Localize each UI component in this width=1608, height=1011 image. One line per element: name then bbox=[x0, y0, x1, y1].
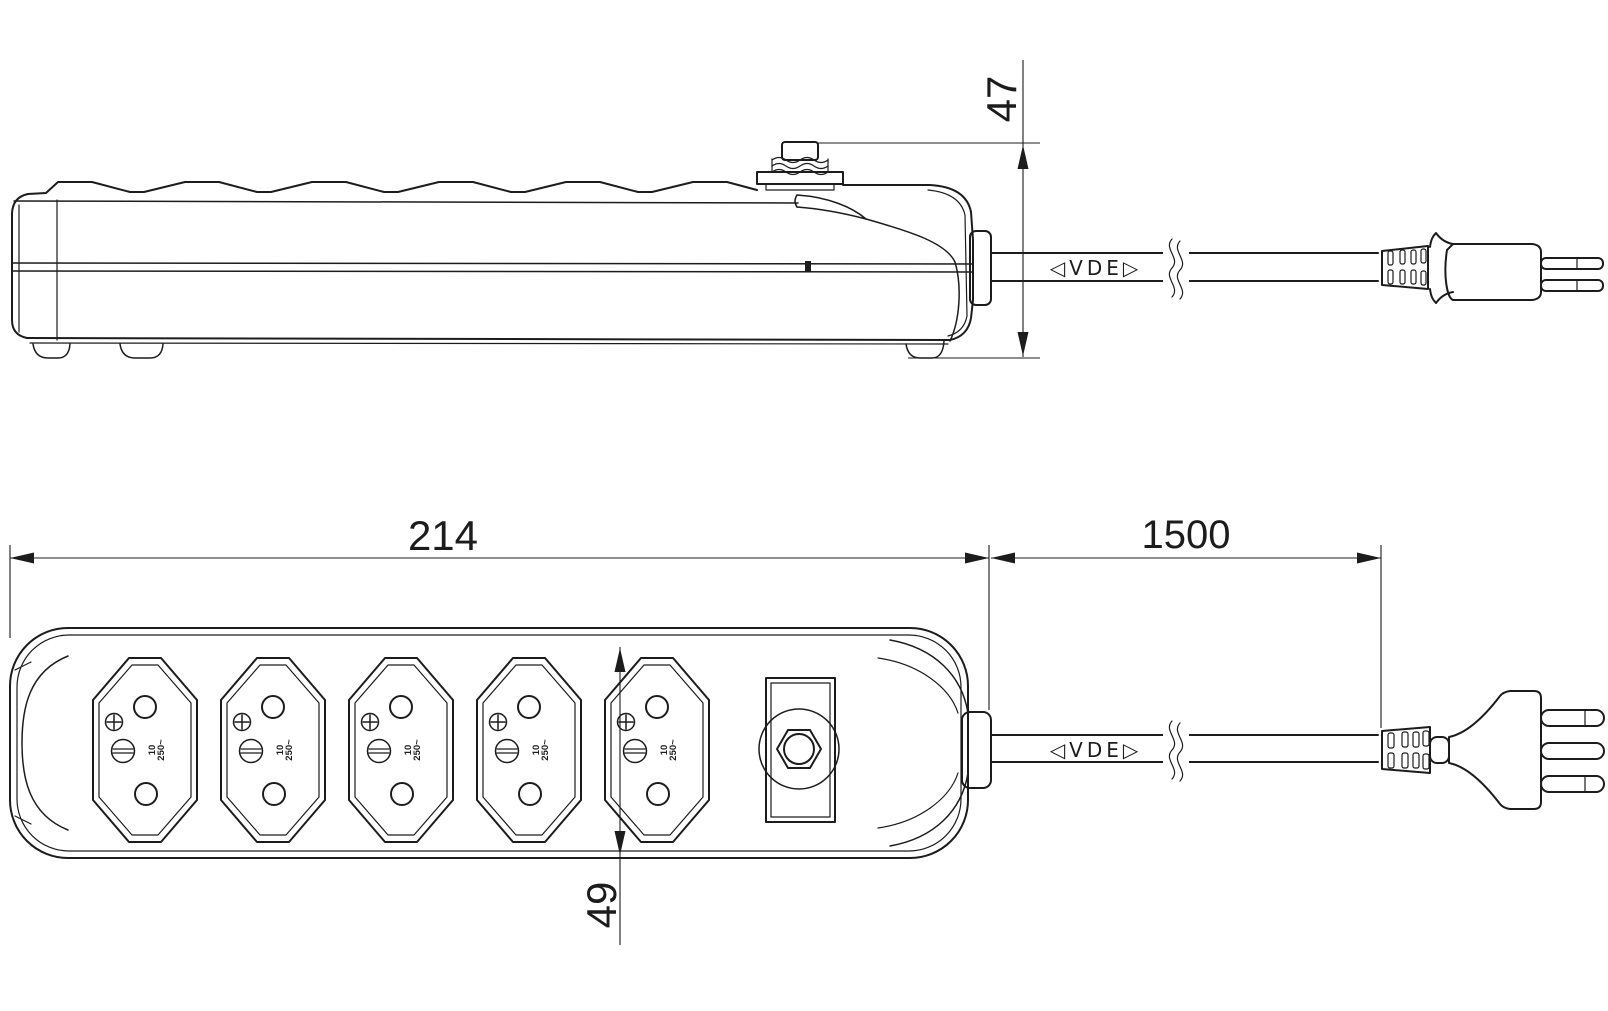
foot bbox=[120, 344, 163, 358]
socket-rating-label: 10250~ bbox=[403, 739, 423, 761]
cable-break-icon bbox=[1177, 723, 1182, 781]
socket-rating-label: 10250~ bbox=[659, 739, 679, 761]
dimensions: 214 1500 47 49 bbox=[10, 60, 1381, 945]
end-cap-seam bbox=[797, 195, 866, 219]
cable-break-icon bbox=[1177, 241, 1182, 299]
socket-rating-label: 10250~ bbox=[147, 739, 167, 761]
breaker-recess bbox=[759, 678, 839, 822]
plug-pin bbox=[1541, 776, 1604, 792]
screw-slotted-icon bbox=[368, 740, 391, 763]
plug-pin bbox=[1541, 743, 1604, 759]
plug-pin bbox=[1541, 710, 1604, 726]
socket-rating-label: 10250~ bbox=[275, 739, 295, 761]
screw-slotted-icon bbox=[624, 740, 647, 763]
dimension-length: 214 bbox=[10, 512, 989, 710]
bottom-plug bbox=[1382, 691, 1604, 809]
dim-arrow bbox=[1017, 145, 1029, 169]
foot bbox=[33, 344, 70, 358]
socket-outlet-1: 10250~ bbox=[93, 658, 197, 842]
vde-marking-label: ◁VDE▷ bbox=[1049, 256, 1142, 280]
socket-outlet-4: 10250~ bbox=[477, 658, 581, 842]
screw-phillips-icon bbox=[362, 714, 379, 731]
socket-outlet-5: 10250~ bbox=[605, 658, 709, 842]
dimension-value: 214 bbox=[408, 512, 478, 559]
dim-arrow bbox=[1017, 332, 1029, 356]
dimension-cable-length: 1500 bbox=[991, 513, 1381, 728]
screw-phillips-icon bbox=[234, 714, 251, 731]
breaker-nut bbox=[777, 730, 821, 768]
dim-arrow bbox=[1357, 552, 1381, 564]
vde-marking-label: ◁VDE▷ bbox=[1049, 738, 1142, 762]
socket-outlet-2: 10250~ bbox=[221, 658, 325, 842]
face-rim-line bbox=[14, 201, 798, 203]
screw-phillips-icon bbox=[490, 714, 507, 731]
dimension-width: 49 bbox=[578, 647, 626, 945]
pin-hole bbox=[134, 696, 156, 718]
pin-hole bbox=[263, 783, 285, 805]
housing-nub bbox=[805, 261, 811, 272]
cable-break-icon bbox=[1169, 721, 1174, 779]
plug-collar bbox=[1430, 737, 1449, 763]
strain-relief-ribs bbox=[1388, 731, 1429, 769]
cable-boot bbox=[970, 231, 991, 305]
plug-collar bbox=[1430, 233, 1453, 303]
screw-slotted-icon bbox=[240, 740, 263, 763]
socket-outlet-3: 10250~ bbox=[349, 658, 453, 842]
dimension-height: 47 bbox=[817, 60, 1040, 358]
strain-relief-ribs bbox=[1388, 249, 1426, 285]
plug-pin bbox=[1541, 258, 1603, 269]
dim-arrow bbox=[965, 552, 989, 564]
cable-break-icon bbox=[1169, 239, 1174, 297]
right-end-swoosh bbox=[890, 640, 968, 713]
pin-hole bbox=[390, 696, 412, 718]
breaker-button bbox=[784, 734, 814, 764]
pin-hole bbox=[135, 783, 157, 805]
left-end-cap-curve bbox=[22, 656, 68, 830]
dimension-value: 47 bbox=[978, 76, 1025, 123]
side-view-body bbox=[12, 182, 973, 358]
right-end-swoosh bbox=[890, 773, 968, 846]
scalloped-top-edge bbox=[28, 182, 757, 194]
side-plug bbox=[1382, 233, 1603, 303]
dim-arrow bbox=[614, 831, 626, 855]
pin-hole bbox=[519, 783, 541, 805]
plug-body bbox=[1449, 691, 1541, 809]
pin-hole bbox=[391, 783, 413, 805]
cable-boot bbox=[962, 712, 991, 788]
bottom-view: 10250~ 10250~ 10250~ 10250 bbox=[10, 628, 1604, 858]
screw-slotted-icon bbox=[496, 740, 519, 763]
screw-phillips-icon bbox=[618, 714, 635, 731]
dimension-value: 1500 bbox=[1142, 513, 1231, 557]
side-view: ◁VDE▷ bbox=[12, 142, 1603, 358]
side-cable: ◁VDE▷ bbox=[970, 231, 1378, 305]
pin-hole bbox=[262, 696, 284, 718]
pin-hole bbox=[647, 783, 669, 805]
reset-button bbox=[757, 142, 843, 190]
plug-pin bbox=[1541, 280, 1603, 291]
pin-hole bbox=[518, 696, 540, 718]
dimension-value: 49 bbox=[578, 882, 625, 929]
dim-arrow bbox=[991, 552, 1015, 564]
screw-slotted-icon bbox=[112, 740, 135, 763]
socket-rating-label: 10250~ bbox=[531, 739, 551, 761]
screw-phillips-icon bbox=[106, 714, 123, 731]
plug-body bbox=[1445, 244, 1541, 300]
dim-arrow bbox=[614, 648, 626, 672]
dim-arrow bbox=[10, 552, 34, 564]
pin-hole bbox=[646, 696, 668, 718]
bottom-view-body bbox=[10, 628, 968, 858]
bottom-cable: ◁VDE▷ bbox=[962, 712, 1378, 788]
